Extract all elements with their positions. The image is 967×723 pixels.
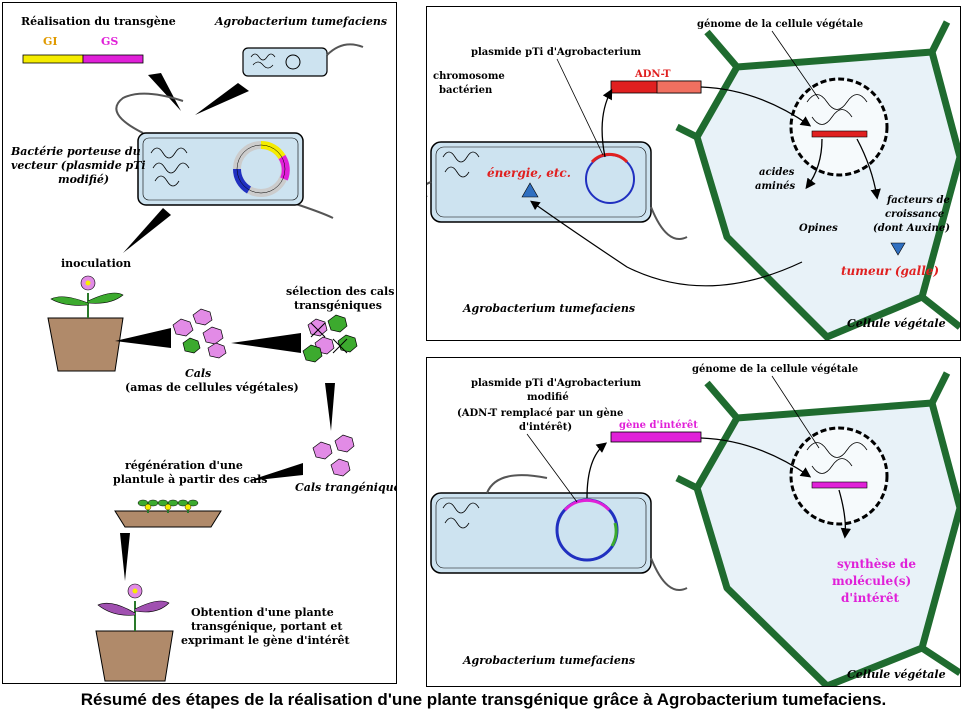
inoculation-label: inoculation (61, 257, 131, 270)
cellule-label: Cellule végétale (847, 317, 946, 330)
arrow-agro (195, 83, 249, 115)
synthese-label-l2: molécule(s) (832, 574, 911, 588)
transgenic-cell-diagram: plasmide pTi d'Agrobacterium modifié (AD… (430, 364, 964, 690)
facteurs-label-l3: (dont Auxine) (873, 223, 950, 234)
left-panel: Réalisation du transgène GI GS Agrobacte… (2, 2, 407, 684)
transgenic-plant (95, 583, 174, 682)
arrow-opines-return (530, 200, 803, 287)
plasmide-mod-label-l4: d'intérêt) (519, 422, 572, 433)
cals-description: (amas de cellules végétales) (125, 381, 299, 394)
obtention-label-l1: Obtention d'une plante (191, 606, 334, 619)
top-right-panel: plasmide pTi d'Agrobacterium génome de l… (421, 6, 964, 341)
arrow-to-trans-cals (325, 383, 335, 431)
acides-label-l1: acides (759, 167, 795, 178)
adnt-label: ADN-T (634, 69, 671, 80)
regen-label-l2: plantule à partir des cals (113, 473, 267, 486)
bottom-right-panel: plasmide pTi d'Agrobacterium modifié (AD… (426, 357, 964, 690)
facteurs-label-l2: croissance (885, 209, 944, 220)
arrow-transfer (601, 88, 613, 158)
obtention-label-l3: exprimant le gène d'intérêt (181, 634, 351, 647)
bacterie-label-l2: vecteur (plasmide pTi (11, 159, 146, 172)
arrow-to-regen (248, 463, 303, 481)
genome-pointer-2 (771, 375, 820, 449)
figure-caption: Résumé des étapes de la réalisation d'un… (80, 690, 887, 709)
plasmide-mod-label-l2: modifié (527, 392, 569, 403)
gene-gi-label: GI (43, 35, 58, 48)
arrow-facteurs (856, 138, 881, 200)
regen-label-l1: régénération d'une (125, 459, 243, 472)
arrow-integration-2 (700, 437, 812, 478)
arrow-to-final-plant (120, 533, 130, 581)
arrow-inoculation (123, 208, 171, 253)
selected-cals (302, 314, 358, 363)
plasmide-mod-pointer (526, 433, 578, 503)
agro-label-small: Agrobacterium tumefaciens (214, 15, 387, 28)
plant-cell-2 (675, 371, 964, 690)
facteurs-label-l1: facteurs de (886, 195, 950, 206)
agro-bacterium (421, 141, 688, 240)
plasmide-mod-label-l3: (ADN-T remplacé par un gène (457, 408, 623, 419)
gene-gi-bar (22, 54, 84, 64)
gene-interet-bar (610, 431, 702, 443)
synthese-label-l1: synthèse de (837, 557, 916, 571)
trans-cals (312, 434, 355, 477)
cals-trans-label: Cals trangéniques (295, 481, 396, 494)
genome-label-2: génome de la cellule végétale (692, 364, 858, 375)
bacterie-label-l1: Bactérie porteuse du (10, 145, 141, 158)
chromosome-label-l2: bactérien (439, 85, 493, 96)
transgene-title: Réalisation du transgène (21, 15, 176, 28)
cals-cluster (172, 308, 227, 359)
cellule-label-2: Cellule végétale (847, 668, 946, 681)
arrow-tumeur (890, 242, 906, 256)
plasmide-label: plasmide pTi d'Agrobacterium (471, 47, 641, 58)
obtention-label-l2: transgénique, portant et (191, 620, 343, 633)
adnt-bar-segment (656, 80, 702, 94)
arrow-synthese (838, 489, 852, 539)
plant-inoculated (47, 275, 124, 372)
selection-label-l2: transgéniques (294, 299, 382, 312)
genome-label: génome de la cellule végétale (697, 19, 863, 30)
cals-label: Cals (185, 367, 211, 380)
agro-label-2: Agrobacterium tumefaciens (462, 654, 635, 667)
synthese-label-l3: d'intérêt (841, 591, 899, 605)
arrow-transgene (148, 73, 181, 111)
plasmide-mod-label-l1: plasmide pTi d'Agrobacterium (471, 378, 641, 389)
agro-label: Agrobacterium tumefaciens (462, 302, 635, 315)
gene-interet-label: gène d'intérêt (619, 420, 698, 431)
arrow-integration (700, 86, 812, 127)
tumeur-label: tumeur (galle) (841, 264, 939, 278)
energie-label: énergie, etc. (487, 166, 571, 180)
arrow-transfer-2 (586, 442, 608, 499)
plant-cell (675, 20, 964, 341)
genome-pointer (771, 30, 820, 100)
arrow-opines (805, 138, 823, 190)
selection-label-l1: sélection des cals (286, 285, 394, 298)
plantlets-tray (114, 499, 222, 528)
arrow-to-cals (115, 328, 171, 348)
gene-gs-label: GS (101, 35, 118, 48)
small-bacterium (242, 43, 364, 77)
plasmide-pointer (556, 58, 604, 156)
infection-diagram: plasmide pTi d'Agrobacterium génome de l… (421, 19, 964, 341)
vector-bacterium (115, 92, 334, 219)
arrow-to-selection (231, 333, 301, 353)
agro-bacterium-2 (430, 474, 688, 591)
chromosome-label-l1: chromosome (433, 71, 505, 82)
acides-label-l2: aminés (755, 181, 795, 192)
gene-gs-bar (82, 54, 144, 64)
bacterie-label-l3: modifié) (58, 173, 109, 186)
left-panel-diagram: Réalisation du transgène GI GS Agrobacte… (10, 15, 407, 682)
opines-label: Opines (799, 223, 838, 234)
